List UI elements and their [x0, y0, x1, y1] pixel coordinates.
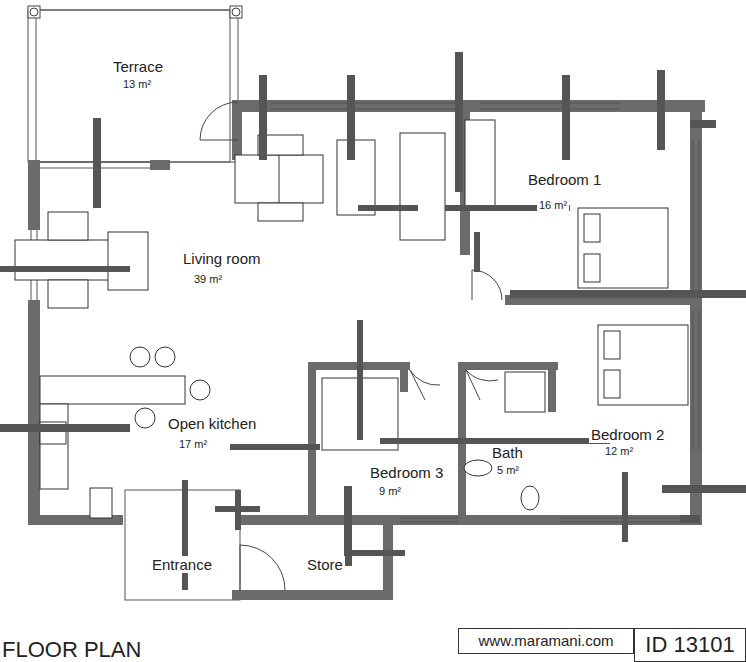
room-area: 9 m² [377, 485, 403, 498]
room-area: 12 m² [603, 445, 635, 458]
box-text: www.maramani.com [478, 633, 613, 650]
plan-id-box: ID 13101 [634, 628, 746, 662]
room-area: 17 m² [177, 438, 209, 451]
room-name: Living room [181, 250, 263, 267]
room-name: Entrance [150, 556, 214, 573]
room-area: 16 m² [537, 199, 569, 212]
room-area: 5 m² [495, 464, 521, 477]
box-text: ID 13101 [645, 633, 734, 657]
plan-title: FLOOR PLAN [2, 638, 141, 662]
room-area: 13 m² [121, 78, 153, 91]
room-name: Terrace [111, 58, 165, 75]
room-name: Bedroom 3 [368, 464, 445, 481]
room-name: Bedroom 1 [526, 171, 603, 188]
room-area: 39 m² [192, 273, 224, 286]
room-name: Bedroom 2 [589, 426, 666, 443]
room-name: Open kitchen [166, 415, 258, 432]
room-name: Store [305, 556, 345, 573]
website-box: www.maramani.com [458, 628, 634, 654]
room-name: Bath [490, 444, 525, 461]
